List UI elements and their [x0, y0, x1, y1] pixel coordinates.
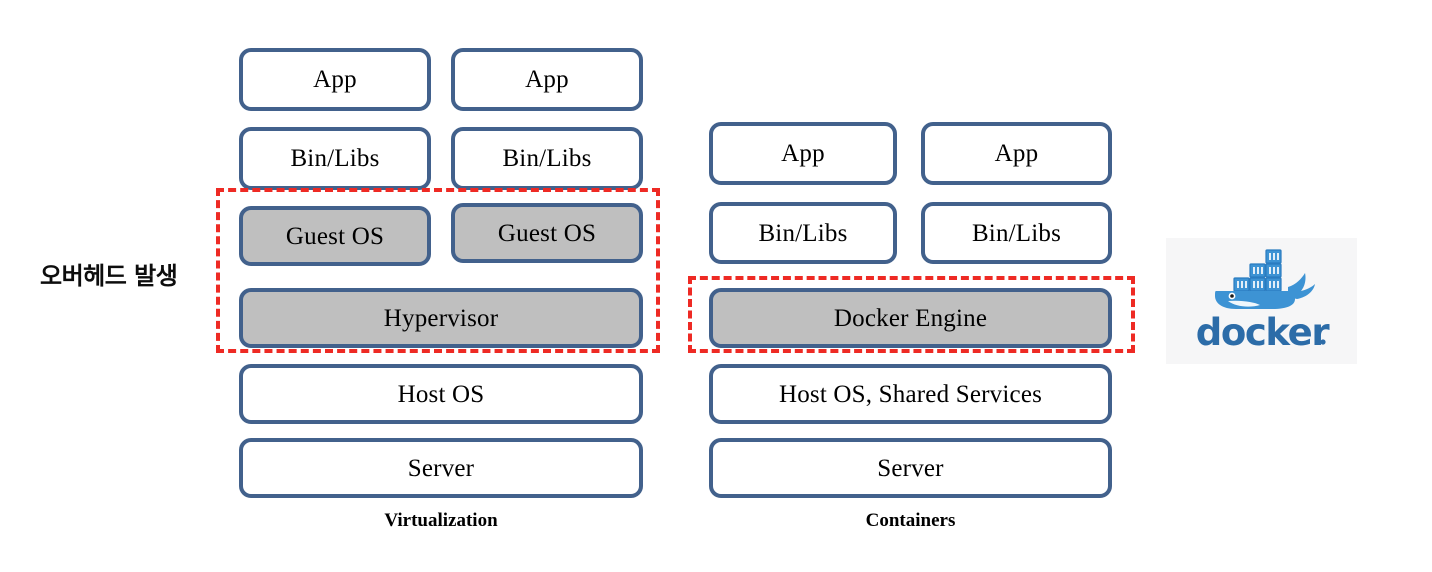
container-server-label: Server [877, 454, 944, 482]
docker-wordmark-text: docker [1195, 311, 1330, 354]
vm-host-os-box: Host OS [239, 364, 643, 424]
vm-app-label-1: App [313, 66, 357, 93]
vm-guest-os-label-2: Guest OS [497, 219, 597, 247]
vm-hypervisor-box: Hypervisor [239, 288, 643, 348]
overhead-annotation-label: 오버헤드 발생 [40, 262, 178, 290]
vm-hypervisor-label: Hypervisor [383, 304, 499, 332]
docker-wordmark-period [1319, 339, 1326, 345]
container-binlibs-box-1: Bin/Libs [709, 202, 897, 264]
vm-binlibs-label-1: Bin/Libs [290, 145, 380, 172]
container-app-label-2: App [994, 140, 1039, 167]
container-app-box-1: App [709, 122, 897, 185]
container-binlibs-label-1: Bin/Libs [758, 219, 848, 247]
docker-whale-icon [1214, 249, 1315, 309]
vm-guest-os-box-1: Guest OS [239, 206, 431, 266]
docker-wordmark: docker [1195, 311, 1331, 354]
vm-guest-os-box-2: Guest OS [451, 203, 643, 263]
container-binlibs-label-2: Bin/Libs [971, 219, 1062, 247]
container-binlibs-box-2: Bin/Libs [921, 202, 1112, 264]
virtualization-caption-label: Virtualization [384, 510, 498, 531]
vm-binlibs-box-2: Bin/Libs [451, 127, 643, 190]
vm-binlibs-box-1: Bin/Libs [239, 127, 431, 190]
containers-caption-label: Containers [865, 510, 956, 531]
container-app-box-2: App [921, 122, 1112, 185]
vm-app-box-2: App [451, 48, 643, 111]
virtualization-caption: Virtualization [239, 510, 643, 532]
vm-guest-os-label-1: Guest OS [285, 222, 385, 250]
docker-engine-box: Docker Engine [709, 288, 1112, 348]
vm-server-box: Server [239, 438, 643, 498]
docker-engine-label: Docker Engine [833, 304, 988, 332]
container-server-box: Server [709, 438, 1112, 498]
vm-app-label-2: App [525, 66, 569, 93]
containers-caption: Containers [709, 510, 1112, 532]
container-host-os-label: Host OS, Shared Services [778, 380, 1043, 408]
vm-binlibs-label-2: Bin/Libs [502, 145, 592, 172]
vm-server-label: Server [407, 454, 475, 482]
vm-host-os-label: Host OS [397, 380, 485, 408]
docker-logo: docker [1166, 238, 1357, 364]
container-app-label-1: App [781, 140, 825, 167]
container-host-os-box: Host OS, Shared Services [709, 364, 1112, 424]
overhead-annotation: 오버헤드 발생 [40, 256, 178, 291]
vm-app-box-1: App [239, 48, 431, 111]
